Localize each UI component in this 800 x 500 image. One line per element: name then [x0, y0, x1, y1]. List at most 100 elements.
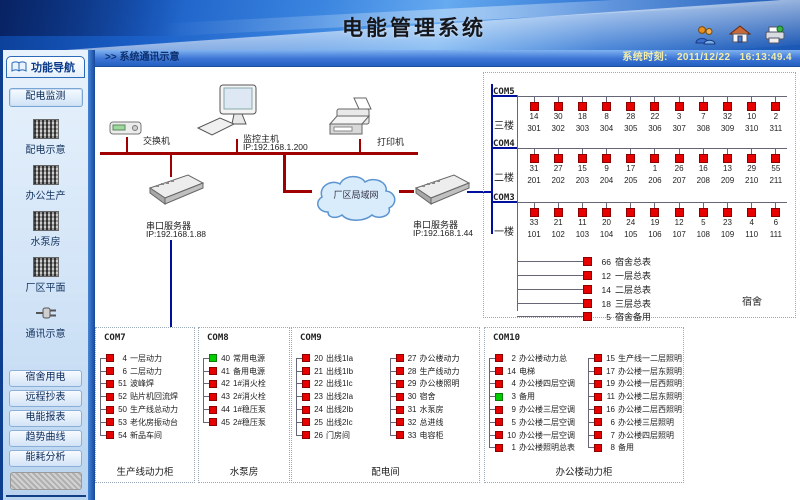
sidebar-button[interactable]: 宿舍用电: [9, 370, 82, 387]
sidebar-nav-item[interactable]: 水泵房: [3, 211, 88, 248]
home-icon[interactable]: [729, 25, 751, 45]
sidebar-button[interactable]: 电能报表: [9, 410, 82, 427]
switch-icon[interactable]: [108, 116, 144, 138]
serial-server-right-icon[interactable]: [412, 172, 472, 208]
disabled-button[interactable]: [10, 472, 82, 490]
monitor-mode-button[interactable]: 配电监测: [8, 88, 83, 107]
sidebar-button[interactable]: 趋势曲线: [9, 430, 82, 447]
printer-icon[interactable]: [328, 96, 374, 140]
sidebar-nav-item[interactable]: 通讯示意: [3, 303, 88, 340]
print-icon[interactable]: [764, 25, 786, 45]
sidebar-nav-item[interactable]: 厂区平面: [3, 257, 88, 294]
host-icon[interactable]: [196, 84, 262, 140]
sidebar-button[interactable]: 远程抄表: [9, 390, 82, 407]
users-icon[interactable]: [694, 25, 716, 45]
sidebar-nav-item[interactable]: 配电示意: [3, 119, 88, 156]
serial-server-left-icon[interactable]: [146, 172, 206, 208]
sidebar-button[interactable]: 能耗分析: [9, 450, 82, 467]
sidebar-nav-item[interactable]: 办公生产: [3, 165, 88, 202]
